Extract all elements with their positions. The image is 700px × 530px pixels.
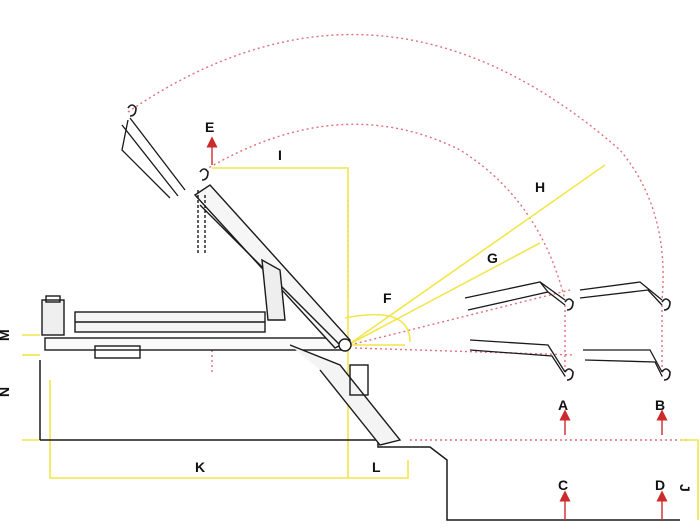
outer-reach-arc <box>127 33 664 301</box>
hook-icon <box>564 298 574 311</box>
dimension-m <box>22 334 40 356</box>
dimension-n <box>22 354 40 441</box>
dimension-l <box>348 460 409 479</box>
boom-tips <box>464 281 663 377</box>
chassis-beam <box>44 337 346 351</box>
f-angle-dotted-2 <box>354 347 576 356</box>
label-i: I <box>278 147 282 163</box>
motor-cap <box>45 295 61 303</box>
inner-reach-arc <box>204 123 566 301</box>
dimension-h <box>347 164 606 346</box>
label-a: A <box>558 397 568 413</box>
boom-tip-upper-right <box>579 281 663 306</box>
ground-outline <box>39 360 680 521</box>
ground-profile <box>40 439 680 521</box>
hook-icon <box>661 368 671 381</box>
hook-icon <box>564 368 574 381</box>
dimension-k <box>49 380 348 479</box>
label-k: K <box>195 459 205 475</box>
boom-tip-lower-right <box>583 349 663 377</box>
outrigger-leg <box>289 344 402 446</box>
label-n: N <box>0 387 12 397</box>
hook-icon <box>199 168 209 181</box>
hooks <box>127 104 671 381</box>
boom-cylinder <box>261 258 286 321</box>
label-c: C <box>558 477 568 493</box>
dimension-f-arc <box>344 313 411 343</box>
load-arrows <box>206 136 668 520</box>
label-f: F <box>383 290 392 306</box>
outrigger-pad <box>349 364 369 396</box>
hook-icon <box>127 104 137 117</box>
boom-pivot <box>338 338 352 352</box>
reach-arcs <box>127 33 690 441</box>
raised-boom <box>121 117 186 199</box>
letter-labels: A B C D E F G H I J K L M N <box>0 119 693 493</box>
label-h: H <box>535 179 545 195</box>
dimension-j <box>680 439 699 520</box>
label-j: J <box>677 484 693 492</box>
label-m: M <box>0 329 12 341</box>
label-b: B <box>655 397 665 413</box>
boom-tip-upper-left <box>464 281 566 311</box>
dimension-g <box>347 242 541 346</box>
hook-icon <box>661 298 671 311</box>
label-g: G <box>487 250 498 266</box>
label-l: L <box>372 459 381 475</box>
label-e: E <box>205 119 214 135</box>
raised-boom-arm <box>121 117 186 199</box>
outrigger-box <box>94 345 141 359</box>
motor-unit <box>41 299 65 336</box>
main-boom <box>193 184 352 352</box>
label-d: D <box>655 477 665 493</box>
boom-tip-lower-left <box>469 339 566 377</box>
